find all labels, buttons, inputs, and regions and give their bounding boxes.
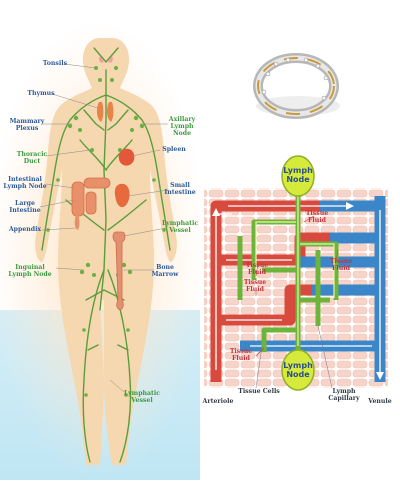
tonsils-organ: [99, 56, 113, 63]
flow-arrows: [215, 205, 381, 374]
tissue-fluid-leaders: [255, 215, 339, 357]
label-appendix: Appendix: [8, 226, 42, 233]
bottom-leaders: [255, 325, 333, 389]
label-spleen: Spleen: [162, 146, 186, 153]
label-axillary-lymph-node: Axillary Lymph Node: [168, 116, 196, 137]
label-bone-marrow: Bone Marrow: [151, 264, 179, 278]
spleen-organ: [118, 148, 135, 166]
label-tonsils: Tonsils: [42, 60, 68, 67]
body-silhouette: [35, 38, 177, 465]
label-lymphatic-vessel-bottom: Lymphatic Vessel: [123, 390, 161, 404]
thymus-organ: [96, 102, 114, 122]
label-small-intestine: Small Intestine: [164, 182, 196, 196]
lymph-node-top: [281, 155, 315, 197]
label-intestinal-lymph-node: Intestinal Lymph Node: [3, 176, 47, 190]
label-thoracic-duct: Thoracic Duct: [16, 151, 48, 165]
label-tissue-fluid-4: Tissue Fluid: [243, 279, 267, 293]
label-lymphatic-vessel-right: Lymphatic Vessel: [162, 220, 199, 234]
label-tissue-fluid-1: Tissue Fluid: [305, 210, 329, 224]
label-tissue-fluid-2: Tissue Fluid: [245, 262, 269, 276]
label-thymus: Thymus: [27, 90, 55, 97]
organs: [71, 56, 135, 311]
bone-marrow-organ: [112, 231, 126, 311]
label-arteriole: Arteriole: [202, 398, 234, 405]
label-tissue-fluid-3: Tissue Fluid: [329, 258, 353, 272]
body-lymph-map: [0, 20, 208, 480]
lymph-capillary-flow: [255, 194, 335, 346]
lymph-node-bottom: [281, 349, 315, 391]
arrow-heads: [212, 202, 384, 380]
ring-photo: [253, 53, 340, 119]
capillary-bed: [204, 155, 388, 391]
label-mammary-plexus: Mammary Plexus: [9, 118, 45, 132]
small-intestine-organ: [114, 183, 130, 208]
label-lymph-node-bottom: Lymph Node: [283, 361, 313, 379]
leader-lines: [39, 63, 169, 393]
appendix-organ: [74, 214, 80, 230]
label-inguinal-lymph-node: Inguinal Lymph Node: [8, 264, 52, 278]
large-intestine-organ: [71, 177, 111, 217]
lymph-vessel-network: [41, 47, 171, 463]
label-lymph-capillary: Lymph Capillary: [328, 388, 360, 402]
label-tissue-cells: Tissue Cells: [238, 388, 280, 395]
label-lymph-node-top: Lymph Node: [283, 166, 313, 184]
label-tissue-fluid-5: Tissue Fluid: [229, 348, 253, 362]
label-venule: Venule: [368, 398, 392, 405]
label-large-intestine: Large Intestine: [9, 200, 41, 214]
